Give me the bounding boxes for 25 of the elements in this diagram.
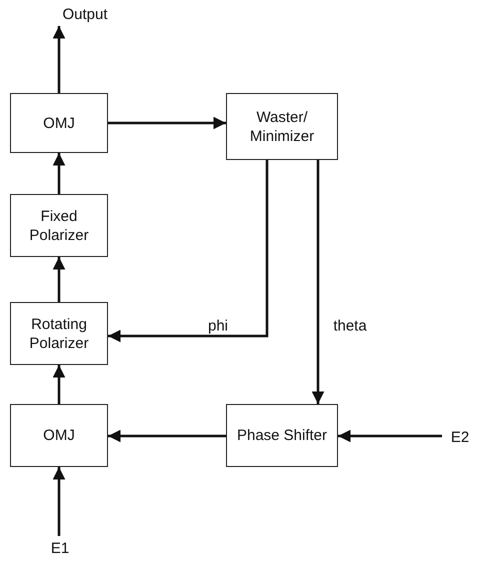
process-box <box>10 404 108 467</box>
arrow <box>52 26 66 93</box>
box-label: Rotating Polarizer <box>28 314 90 352</box>
process-box <box>10 302 108 365</box>
box-label: OMJ <box>43 114 75 132</box>
arrow <box>312 160 324 404</box>
arrow <box>52 153 66 194</box>
box-label: OMJ <box>43 426 75 445</box>
box-label: Phase Shifter <box>236 426 328 445</box>
arrow <box>108 430 226 442</box>
process-box <box>10 194 108 257</box>
arrow <box>338 430 442 442</box>
arrow <box>52 257 66 302</box>
signal-label: E2 <box>450 428 470 446</box>
process-box <box>226 93 338 160</box>
box-label: Waster/ Minimizer <box>248 108 316 146</box>
arrow <box>108 160 268 342</box>
process-box <box>226 404 338 467</box>
signal-label: E1 <box>50 538 70 558</box>
box-label: Fixed Polarizer <box>28 206 90 244</box>
arrow <box>108 116 226 130</box>
process-box <box>10 93 108 153</box>
arrow <box>52 365 66 404</box>
signal-label: Output <box>62 4 108 24</box>
arrow <box>52 467 66 536</box>
